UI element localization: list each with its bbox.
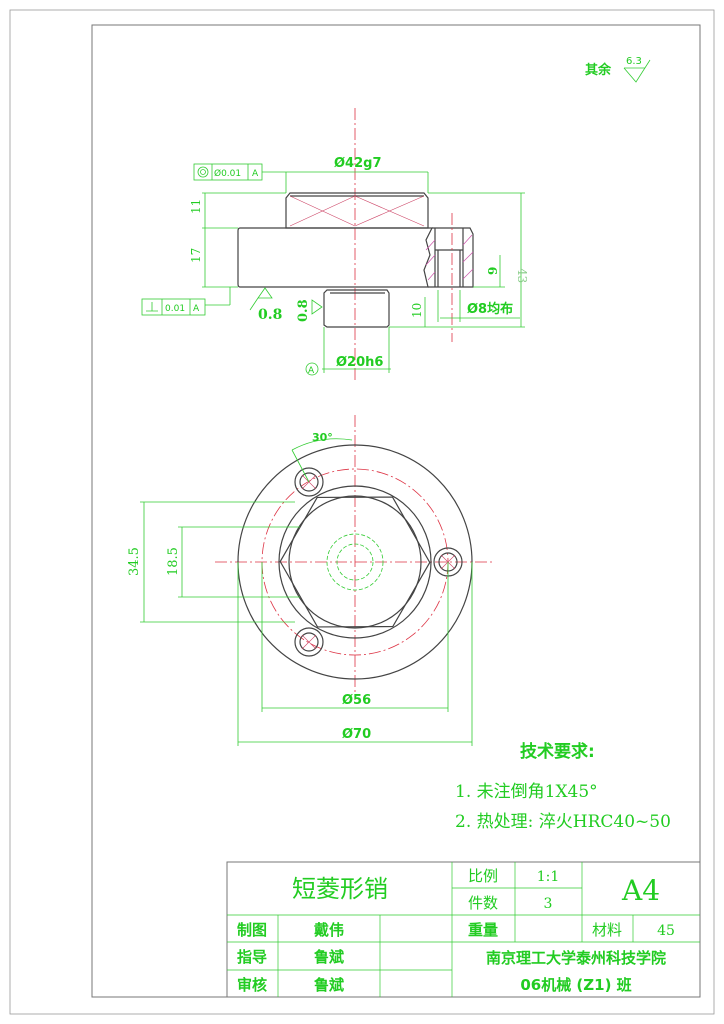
drawn-label: 制图 xyxy=(237,921,267,939)
roughness-value-1: 0.8 xyxy=(258,307,282,323)
shaft-outline xyxy=(323,289,390,328)
head-outline xyxy=(285,192,429,229)
dim-head-diameter: Ø42g7 xyxy=(334,156,382,171)
tech-requirements-title: 技术要求: xyxy=(520,741,595,762)
dim-outer: Ø70 xyxy=(342,727,371,742)
dim-hole-depth: 9 xyxy=(486,267,500,275)
concentricity-icon xyxy=(197,166,209,178)
guided-label: 指导 xyxy=(237,948,267,966)
hexagon-head xyxy=(279,496,431,628)
class-name: 06机械 (Z1) 班 xyxy=(520,976,631,994)
dim-angle: 30° xyxy=(312,431,333,444)
datum-label: A xyxy=(308,366,315,376)
tolerance-perpendicularity: 0.01 A xyxy=(141,298,206,316)
title-block: 短菱形销 比例 1:1 件数 3 A4 重量 材料 45 制图 戴伟 指导 鲁斌… xyxy=(226,861,701,998)
top-view: 30° 34.5 18.5 Ø56 Ø70 xyxy=(127,415,495,746)
material-label: 材料 xyxy=(592,921,622,939)
section-hatch xyxy=(425,234,474,281)
datum-symbol-icon xyxy=(305,362,319,376)
roughness-note-value: 6.3 xyxy=(626,56,642,67)
dim-inner: 18.5 xyxy=(166,547,181,576)
roughness-value-2: 0.8 xyxy=(296,299,311,322)
scale-value: 1:1 xyxy=(537,869,560,885)
perpendicularity-icon xyxy=(146,302,158,312)
dim-shaft-length: 10 xyxy=(410,303,424,318)
dim-flange-height: 17 xyxy=(189,248,203,263)
tolerance-datum: A xyxy=(252,169,259,179)
roughness-symbol-icon xyxy=(311,299,323,315)
flange-section xyxy=(428,227,474,288)
dim-total-height: 43 xyxy=(515,268,529,283)
quantity-label: 件数 xyxy=(468,894,498,912)
knurl-hatch xyxy=(289,195,425,227)
roughness-symbol-icon xyxy=(623,59,651,83)
weight-label: 重量 xyxy=(468,921,498,939)
tech-requirements: 技术要求: 1. 未注倒角1X45° 2. 热处理: 淬火HRC40~50 xyxy=(455,741,671,832)
dim-across-flats: 34.5 xyxy=(127,547,142,576)
tolerance-concentricity: Ø0.01 A xyxy=(193,163,263,181)
flange-outline xyxy=(237,227,433,288)
checked-label: 审核 xyxy=(237,976,267,994)
sheet-border xyxy=(9,9,715,1015)
roughness-symbol-icon xyxy=(249,287,273,311)
drawn-by: 戴伟 xyxy=(314,921,344,939)
checked-by: 鲁斌 xyxy=(314,976,344,994)
part-name: 短菱形销 xyxy=(292,875,388,903)
top-dimension-lines xyxy=(140,438,473,746)
guided-by: 鲁斌 xyxy=(314,948,344,966)
material-value: 45 xyxy=(657,923,675,939)
dim-shaft-diameter: Ø20h6 xyxy=(336,355,383,370)
roughness-note: 其余 6.3 xyxy=(585,56,651,83)
dim-pitch-circle: Ø56 xyxy=(342,693,371,708)
tech-requirement-item: 2. 热处理: 淬火HRC40~50 xyxy=(455,812,671,832)
roughness-note-label: 其余 xyxy=(585,62,612,78)
tolerance-value: 0.01 xyxy=(165,304,185,314)
quantity-value: 3 xyxy=(544,896,553,912)
dim-head-height: 11 xyxy=(189,199,203,214)
tolerance-datum: A xyxy=(193,304,200,314)
sheet-size: A4 xyxy=(621,874,660,907)
school-name: 南京理工大学泰州科技学院 xyxy=(486,949,666,967)
tolerance-value: Ø0.01 xyxy=(214,168,241,179)
dim-hole-diameter: Ø8均布 xyxy=(467,301,513,317)
front-dimension-lines xyxy=(202,171,525,373)
scale-label: 比例 xyxy=(468,867,498,885)
front-view: Ø42g7 11 17 43 9 10 Ø8均布 Ø20h6 A 0.8 0.8… xyxy=(141,108,529,380)
tech-requirement-item: 1. 未注倒角1X45° xyxy=(455,782,598,802)
